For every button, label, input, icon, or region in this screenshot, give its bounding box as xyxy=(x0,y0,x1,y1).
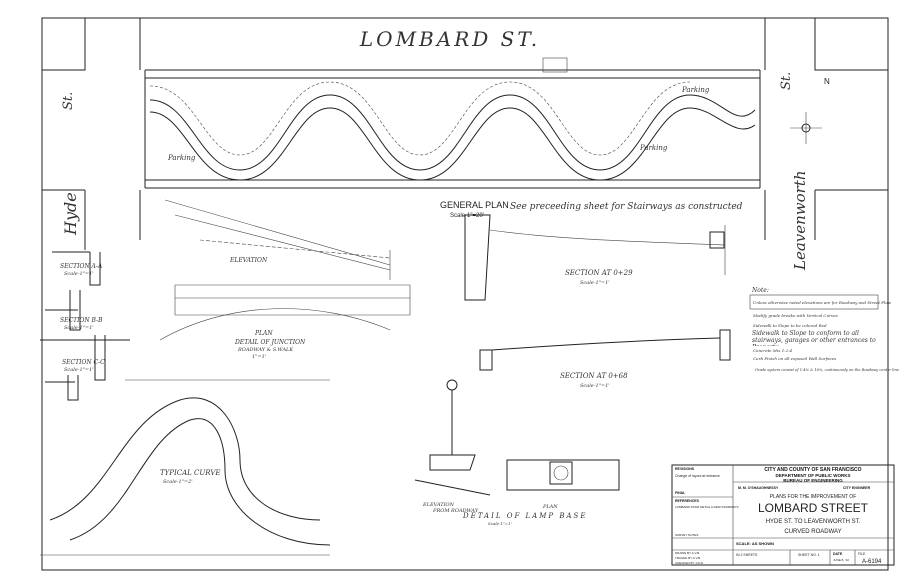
lamp-icon xyxy=(446,379,458,391)
drawing-label: Scale-1"=1' xyxy=(580,280,610,286)
drawing-label: Scale-1"=1' xyxy=(488,521,512,526)
hyde-st-suffix: St. xyxy=(61,92,76,110)
lamp-base-title: DETAIL OF LAMP BASE xyxy=(462,512,587,520)
drawing-label: ELEVATION xyxy=(422,502,455,508)
file-number: A-6194 xyxy=(862,559,882,565)
sheet-border xyxy=(41,17,889,571)
general-plan: Parking Parking Parking xyxy=(144,57,761,189)
section-aa-label: SECTION A-A xyxy=(60,263,103,270)
elevation-label: ELEVATION xyxy=(229,257,268,264)
general-plan-title: GENERAL PLAN xyxy=(440,200,509,210)
drawing-label: Scale-1"=1' xyxy=(580,383,610,389)
section-029-label: SECTION AT 0+29 xyxy=(565,269,633,277)
junction-title: DETAIL OF JUNCTION xyxy=(234,339,306,346)
drawing-label: CURVED ROADWAY xyxy=(784,529,841,535)
parking-label: Parking xyxy=(681,86,710,94)
junction-detail: PLAN DETAIL OF JUNCTION ROADWAY & S.WALK… xyxy=(159,284,411,360)
junction-scale: 1"=1' xyxy=(252,354,266,360)
typical-curve-detail: TYPICAL CURVE Scale-1"=2' xyxy=(40,379,331,556)
drawing-label: BUREAU OF ENGINEERING xyxy=(783,478,843,483)
stairways-note: See preceeding sheet for Stairways as co… xyxy=(510,202,743,212)
north-label: N xyxy=(824,77,830,86)
leavenworth-street-label: Leavenworth xyxy=(791,170,809,271)
drawing-label: SCALE: AS SHOWN xyxy=(736,541,774,546)
drawing-label: Sidewalk to Slope to be colored Red xyxy=(753,323,827,328)
general-plan-scale: Scale-1"=20' xyxy=(450,213,484,219)
elevation-detail: ELEVATION xyxy=(164,199,391,280)
drawing-label: FINAL xyxy=(675,491,686,495)
drawing-label: IN 2 SHEETS xyxy=(736,553,758,557)
drawing-label: HYDE ST. TO LEAVENWORTH ST. xyxy=(766,519,861,525)
lamp-base-detail: ELEVATION FROM ROADWAY PLAN DETAIL OF LA… xyxy=(414,379,620,526)
drawing-label: PLAN xyxy=(542,504,558,510)
junction-plan-label: PLAN xyxy=(254,330,273,337)
drawing-label: Scale-1"=1' xyxy=(64,325,94,331)
section-bb-label: SECTION B-B xyxy=(60,317,103,324)
section-cc-label: SECTION C-C xyxy=(62,359,105,366)
sections-abc: SECTION A-A Scale-1"=1' SECTION B-B Scal… xyxy=(40,251,130,401)
drawing-label: FROM ROADWAY xyxy=(432,508,479,514)
drawing-label: Scale-1"=1' xyxy=(64,367,94,373)
hyde-street-label: Hyde xyxy=(61,192,80,236)
lombard-street-label: LOMBARD ST. xyxy=(359,27,540,51)
drawing-label: REVISIONS xyxy=(675,467,695,471)
section-068-label: SECTION AT 0+68 xyxy=(560,372,628,380)
drawing-label: Modify grade breaks with Vertical Curves xyxy=(752,313,838,318)
drawing-label: DATE xyxy=(833,552,843,556)
parking-label: Parking xyxy=(639,144,668,152)
drawing-label: CITY ENGINEER xyxy=(843,486,871,490)
drawing-label: Grade system consist of 1:4% & 16%, cont… xyxy=(755,368,899,372)
drawing-label: Note: xyxy=(751,287,769,294)
leavenworth-st-suffix: St. xyxy=(779,72,794,90)
drawing-label: PLANS FOR THE IMPROVEMENT OF xyxy=(770,494,857,500)
drawing-label: Change of layout at entrance xyxy=(675,474,720,478)
agency-name: CITY AND COUNTY OF SAN FRANCISCO xyxy=(764,467,861,473)
drawing-label: JUNE 8, '22 xyxy=(833,558,849,562)
drawing-label: M. M. O'SHAUGHNESSY xyxy=(738,486,779,490)
junction-subtitle: ROADWAY & S.WALK xyxy=(237,347,293,353)
title-block: REVISIONS Change of layout at entrance F… xyxy=(671,464,895,566)
drawing-label: SHEET NO. 1 xyxy=(798,553,820,557)
notes: Note: Unless otherwise noted elevations … xyxy=(749,287,899,372)
note-sidewalk-conform: Sidewalk to Slope to conform to all stai… xyxy=(752,330,876,346)
drawing-label: Curb Finish on all exposed Wall Surfaces xyxy=(753,356,836,361)
drawing-label: Unless otherwise noted elevations are fo… xyxy=(753,300,892,305)
section-029: SECTION AT 0+29 Scale-1"=1' xyxy=(464,214,726,301)
drawing-label: CHECKED BY J.D.R. xyxy=(675,561,704,565)
drawing-label: DRAWN BY A.V.B. xyxy=(675,551,700,555)
drawing-label: FILE xyxy=(858,552,866,556)
drawing-label: TRACED BY A.V.B. xyxy=(675,556,701,560)
parking-label: Parking xyxy=(167,154,196,162)
section-068: SECTION AT 0+68 Scale-1"=1' xyxy=(479,329,731,389)
drawing-label: LOMBARD STAIR DETAIL A-6390 STAIRWAYS xyxy=(675,505,739,509)
project-title: LOMBARD STREET xyxy=(758,501,869,515)
drawing-label: Concrete Mix 1:2:4 xyxy=(753,348,792,353)
hyde-street xyxy=(42,18,141,250)
drawing-label: REFERENCES xyxy=(675,499,700,503)
drawing-label: Scale-1"=1' xyxy=(64,271,94,277)
leavenworth-street: N xyxy=(764,18,888,240)
note-sidewalk-conform-box: Sidewalk to Slope to conform to all stai… xyxy=(752,330,876,346)
drawing-label: DEPARTMENT OF PUBLIC WORKS xyxy=(776,473,851,478)
drawing-label: Scale-1"=2' xyxy=(163,479,193,485)
typical-curve-label: TYPICAL CURVE xyxy=(160,469,221,477)
drawing-label: SURVEY NOTES xyxy=(675,533,698,537)
